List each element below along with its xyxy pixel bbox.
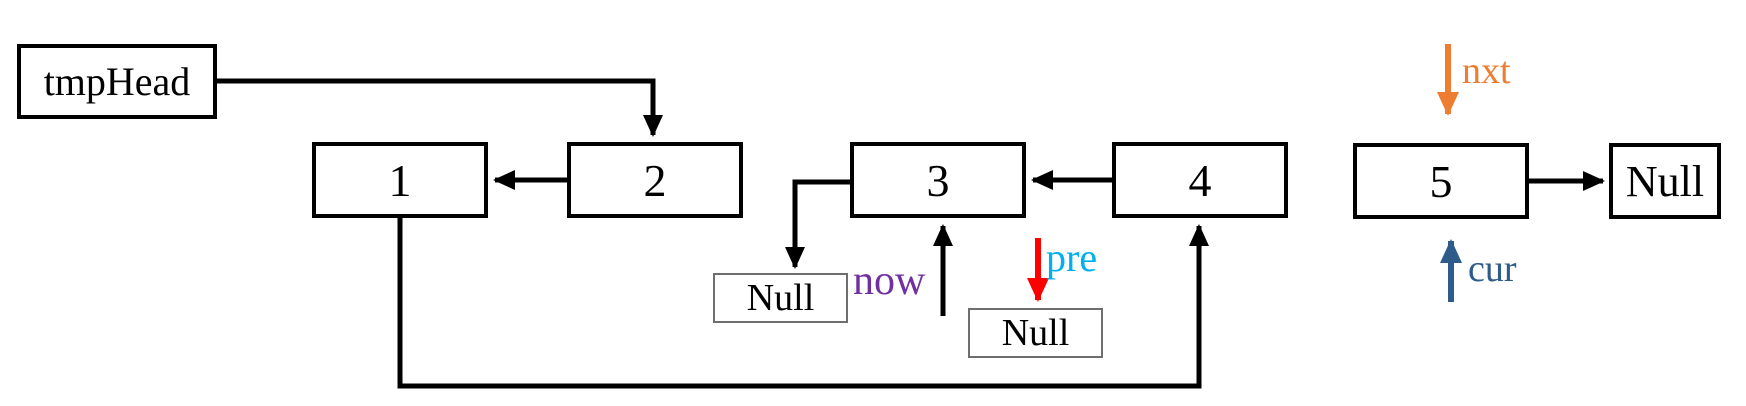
null-below-three-label: Null	[746, 277, 815, 319]
node-3-box: 3	[850, 142, 1026, 218]
node1-to-node4-arrow	[397, 216, 1209, 389]
node-4-box: 4	[1112, 142, 1288, 218]
node-4-label: 4	[1188, 154, 1212, 206]
cur-pointer-label: cur	[1468, 248, 1517, 290]
node-1-label: 1	[388, 154, 412, 206]
node-2-box: 2	[567, 142, 743, 218]
null-pre-target-label: Null	[1001, 312, 1070, 354]
nxt-pointer-label: nxt	[1462, 50, 1511, 92]
null-after-five-label: Null	[1625, 156, 1705, 206]
null-box-below-three: Null	[713, 273, 848, 323]
pre-pointer-label: pre	[1046, 235, 1098, 280]
node-5-label: 5	[1429, 155, 1453, 207]
now-pointer-label: now	[853, 258, 926, 304]
null-box-pre-target: Null	[968, 308, 1103, 358]
node-3-label: 3	[926, 154, 950, 206]
null-box-after-five: Null	[1609, 143, 1721, 219]
tmphead-to-node2-arrow	[213, 78, 663, 137]
node-2-label: 2	[643, 154, 667, 206]
tmphead-label: tmpHead	[43, 59, 191, 104]
node-1-box: 1	[312, 142, 488, 218]
node3-to-null-arrow	[785, 179, 852, 269]
node-5-box: 5	[1353, 143, 1529, 219]
tmphead-box: tmpHead	[17, 44, 217, 119]
